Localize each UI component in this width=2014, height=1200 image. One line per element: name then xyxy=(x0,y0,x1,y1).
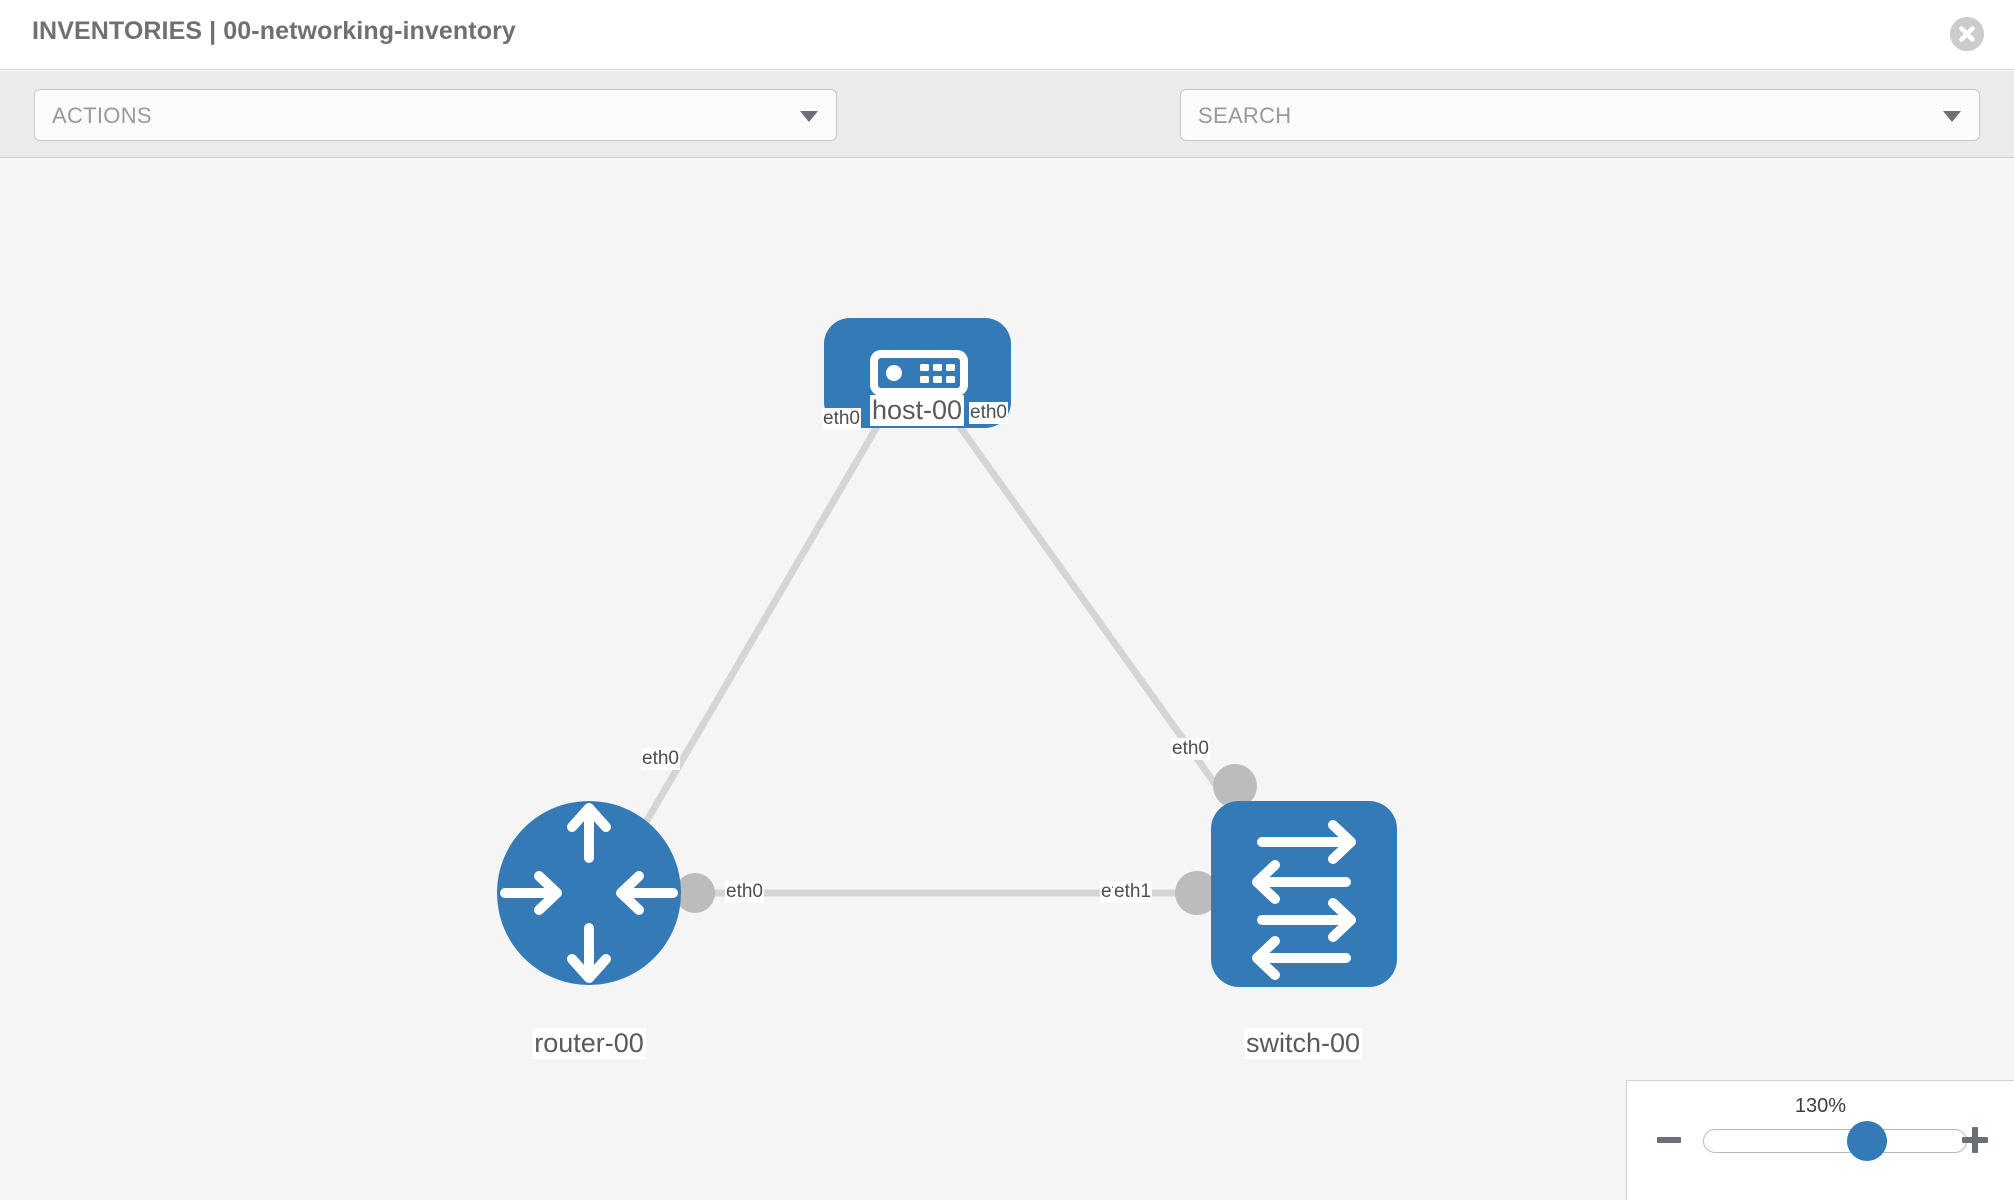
link-host-router xyxy=(621,411,889,860)
actions-dropdown-label: ACTIONS xyxy=(52,103,152,128)
node-switch-00 xyxy=(1211,801,1397,987)
iface-label-host-right: eth0 xyxy=(969,402,1008,424)
topology-links xyxy=(621,410,1271,897)
connector-switch-left xyxy=(1175,871,1219,915)
iface-label-router-right: eth0 xyxy=(725,881,764,903)
zoom-level-value: 130% xyxy=(1794,1095,1847,1117)
search-input[interactable]: SEARCH xyxy=(1180,89,1980,141)
link-connectors xyxy=(620,366,1257,915)
zoom-slider-track[interactable] xyxy=(1703,1129,1967,1153)
zoom-in-button[interactable] xyxy=(1962,1127,1988,1153)
zoom-slider-thumb[interactable] xyxy=(1846,1121,1887,1161)
switch-arrows-icon xyxy=(1252,820,1356,980)
actions-dropdown[interactable]: ACTIONS xyxy=(34,89,837,141)
page-header: INVENTORIES | 00-networking-inventory xyxy=(0,0,2014,70)
zoom-control-panel: 130% xyxy=(1626,1080,2014,1200)
router-arrows-icon xyxy=(500,803,678,983)
node-label-switch-00: switch-00 xyxy=(1243,1028,1363,1059)
topology-canvas[interactable]: host-00 router-00 switch-00 eth0 eth0 et… xyxy=(0,158,2014,1200)
node-label-router-00: router-00 xyxy=(532,1028,646,1059)
connector-switch-up xyxy=(1213,764,1257,808)
close-icon[interactable] xyxy=(1950,17,1984,51)
zoom-out-button[interactable] xyxy=(1657,1137,1681,1143)
server-icon xyxy=(870,350,968,396)
iface-label-switch-left-b: eth1 xyxy=(1113,881,1152,903)
toolbar: ACTIONS SEARCH xyxy=(0,71,2014,201)
iface-label-switch-up: eth0 xyxy=(1171,738,1210,760)
iface-label-host-left: eth0 xyxy=(822,408,861,430)
chevron-down-icon[interactable] xyxy=(1943,111,1961,122)
connector-router-right xyxy=(675,873,715,913)
node-router-00 xyxy=(497,801,681,985)
chevron-down-icon xyxy=(800,111,818,122)
node-label-host-00: host-00 xyxy=(869,395,965,426)
topology-graph xyxy=(497,318,1397,987)
page-title: INVENTORIES | 00-networking-inventory xyxy=(32,17,516,45)
iface-label-router-up: eth0 xyxy=(641,748,680,770)
search-placeholder: SEARCH xyxy=(1198,103,1292,128)
